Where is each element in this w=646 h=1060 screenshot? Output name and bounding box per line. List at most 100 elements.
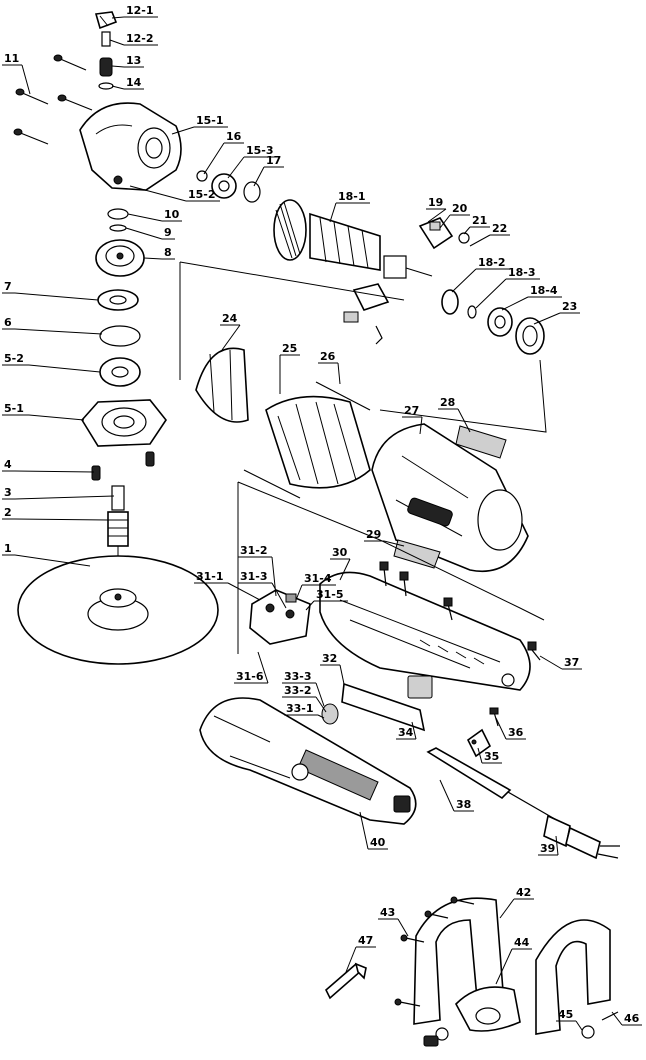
callout-21: 21 bbox=[463, 214, 490, 235]
callout-label: 15-1 bbox=[196, 114, 224, 127]
callout-33-3: 33-3 bbox=[282, 670, 325, 707]
callout-label: 34 bbox=[398, 726, 414, 739]
callout-18-2: 18-2 bbox=[451, 256, 510, 293]
screw-part bbox=[13, 54, 93, 145]
spring-part bbox=[98, 31, 114, 90]
callout-leader-line bbox=[253, 166, 265, 187]
callout-leader-line bbox=[171, 126, 195, 135]
callout-leader-line bbox=[475, 278, 507, 309]
callout-label: 40 bbox=[370, 836, 386, 849]
callout-16: 16 bbox=[203, 130, 244, 175]
callout-label: 39 bbox=[540, 842, 555, 855]
circlip-part bbox=[243, 181, 261, 203]
callout-label: 33-3 bbox=[284, 670, 312, 683]
callout-5-2: 5-2 bbox=[2, 352, 101, 373]
hex-key-part bbox=[325, 962, 367, 1000]
callout-label: 27 bbox=[404, 404, 419, 417]
callout-7: 7 bbox=[2, 280, 99, 301]
callout-leader-line bbox=[383, 540, 405, 547]
flange-screw bbox=[91, 465, 101, 481]
callout-31-1: 31-1 bbox=[194, 570, 261, 601]
spindle-bearing-part bbox=[99, 357, 141, 387]
callout-label: 31-4 bbox=[304, 572, 332, 585]
callout-leader-line bbox=[345, 946, 357, 973]
callout-leader-line bbox=[111, 16, 125, 19]
stator-part bbox=[243, 381, 371, 499]
callout-37: 37 bbox=[539, 655, 582, 670]
callout-leader-line bbox=[439, 779, 455, 812]
callout-18-4: 18-4 bbox=[501, 284, 562, 311]
callout-label: 12-2 bbox=[126, 32, 154, 45]
callout-leader-line bbox=[469, 234, 491, 247]
screw-part bbox=[394, 896, 619, 1047]
callout-17: 17 bbox=[253, 154, 284, 187]
callout-label: 26 bbox=[320, 350, 336, 363]
callout-label: 36 bbox=[508, 726, 524, 739]
callout-label: 30 bbox=[332, 546, 348, 559]
callout-label: 21 bbox=[472, 214, 487, 227]
callout-label: 1 bbox=[4, 542, 12, 555]
callout-label: 19 bbox=[428, 196, 443, 209]
callout-leader-line bbox=[28, 414, 85, 421]
cord-clamp-part bbox=[466, 707, 499, 758]
washer-part bbox=[467, 305, 477, 319]
callout-labels: 12-112-213141115-11615-31715-21098765-25… bbox=[2, 4, 642, 1031]
callout-33-1: 33-1 bbox=[284, 702, 325, 719]
callout-8: 8 bbox=[143, 246, 175, 260]
switch-part bbox=[249, 589, 311, 645]
callout-leader-line bbox=[271, 556, 277, 597]
callout-leader-line bbox=[21, 64, 31, 95]
callout-leader-line bbox=[14, 292, 99, 301]
callout-leader-line bbox=[305, 600, 315, 611]
callout-label: 11 bbox=[4, 52, 19, 65]
callout-leader-line bbox=[337, 362, 341, 385]
callout-label: 31-1 bbox=[196, 570, 224, 583]
callout-label: 31-2 bbox=[240, 544, 268, 557]
callout-label: 6 bbox=[4, 316, 12, 329]
bearing-part bbox=[487, 307, 513, 337]
callout-leader-line bbox=[419, 416, 423, 435]
cap-part bbox=[94, 11, 118, 30]
callout-label: 5-2 bbox=[4, 352, 24, 365]
callout-leader-line bbox=[127, 213, 163, 222]
callout-label: 18-1 bbox=[338, 190, 366, 203]
callout-29: 29 bbox=[364, 528, 405, 547]
callout-25: 25 bbox=[279, 342, 300, 394]
callout-label: 15-3 bbox=[246, 144, 274, 157]
callout-33-2: 33-2 bbox=[282, 684, 327, 713]
callout-leader-line bbox=[339, 558, 351, 581]
callout-leader-line bbox=[315, 682, 325, 707]
callout-15-3: 15-3 bbox=[227, 144, 278, 179]
callout-label: 33-1 bbox=[286, 702, 314, 715]
callout-23: 23 bbox=[533, 300, 580, 325]
callout-label: 18-2 bbox=[478, 256, 506, 269]
callout-leader-line bbox=[499, 898, 515, 919]
callout-31-5: 31-5 bbox=[305, 588, 348, 611]
baffle-part bbox=[195, 347, 249, 423]
callout-39: 39 bbox=[538, 835, 559, 856]
label-part bbox=[393, 539, 441, 569]
callout-label: 7 bbox=[4, 280, 12, 293]
callout-31-6: 31-6 bbox=[234, 651, 269, 684]
callout-label: 2 bbox=[4, 506, 12, 519]
gear-part bbox=[95, 239, 145, 277]
callout-10: 10 bbox=[127, 208, 182, 222]
callout-label: 17 bbox=[266, 154, 281, 167]
callout-leader-line bbox=[611, 1011, 623, 1026]
callout-label: 45 bbox=[558, 1008, 573, 1021]
callout-leader-line bbox=[533, 312, 561, 325]
callout-31-4: 31-4 bbox=[295, 572, 336, 601]
callout-label: 31-6 bbox=[236, 670, 264, 683]
callout-36: 36 bbox=[495, 717, 526, 740]
callout-2: 2 bbox=[2, 506, 109, 521]
callout-11: 11 bbox=[2, 52, 31, 95]
callout-label: 14 bbox=[126, 76, 142, 89]
callout-leader-line bbox=[501, 296, 529, 311]
callout-leader-line bbox=[14, 518, 109, 521]
callout-label: 35 bbox=[484, 750, 499, 763]
callout-label: 16 bbox=[226, 130, 242, 143]
bracket-part bbox=[341, 675, 433, 732]
callout-label: 10 bbox=[164, 208, 180, 221]
handle-part bbox=[199, 697, 417, 825]
